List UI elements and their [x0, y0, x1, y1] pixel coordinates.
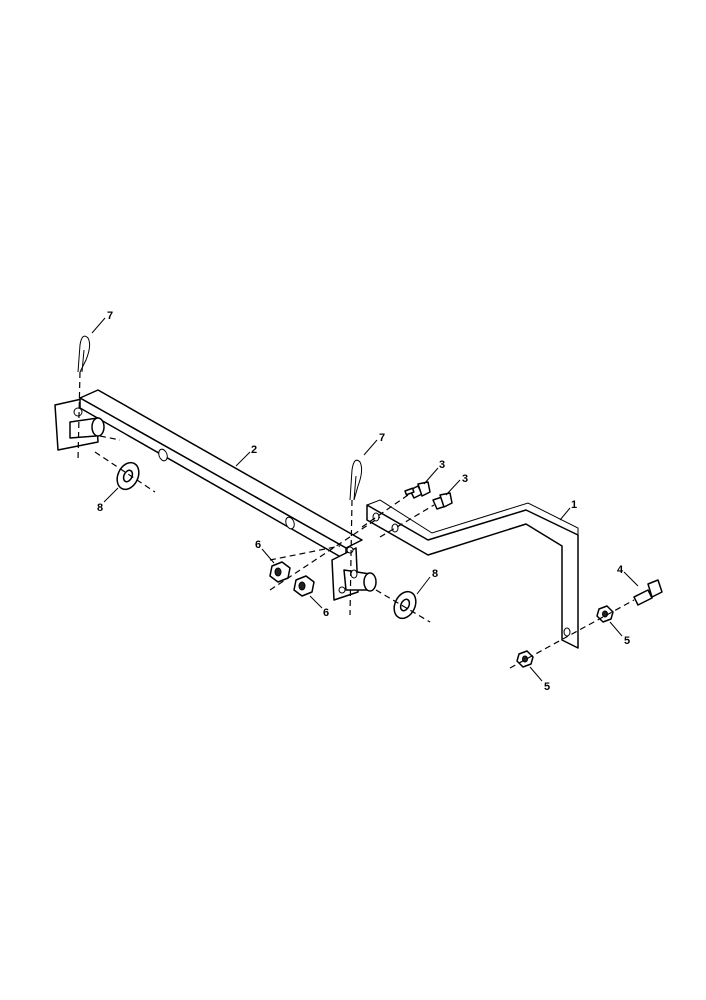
callout-3-upper: 3	[439, 459, 445, 471]
callout-1: 1	[571, 499, 577, 511]
bolt-4	[633, 579, 663, 606]
callout-5-upper: 5	[624, 635, 630, 647]
callout-7-left: 7	[107, 310, 113, 322]
callout-6-lower: 6	[323, 607, 329, 619]
callout-2: 2	[251, 444, 257, 456]
assembly-lines	[77, 371, 635, 669]
hair-pin-clip-left	[77, 335, 91, 373]
callout-8-left: 8	[97, 502, 103, 514]
nut-5-lower	[516, 650, 534, 668]
callout-3-lower: 3	[462, 473, 468, 485]
callout-5-lower: 5	[544, 681, 550, 693]
bolt-3-upper	[404, 481, 431, 499]
callout-7-right: 7	[379, 432, 385, 444]
nut-6-lower	[293, 575, 315, 597]
leader-lines	[91, 317, 639, 682]
bolt-3-lower	[432, 492, 453, 510]
callout-8-right: 8	[432, 568, 438, 580]
callout-4: 4	[617, 564, 624, 576]
washer-right	[393, 590, 417, 620]
hair-pin-clip-right	[349, 459, 363, 501]
callout-6-upper: 6	[255, 539, 261, 551]
offset-bracket	[366, 499, 579, 649]
long-bracket-bar	[54, 389, 377, 601]
